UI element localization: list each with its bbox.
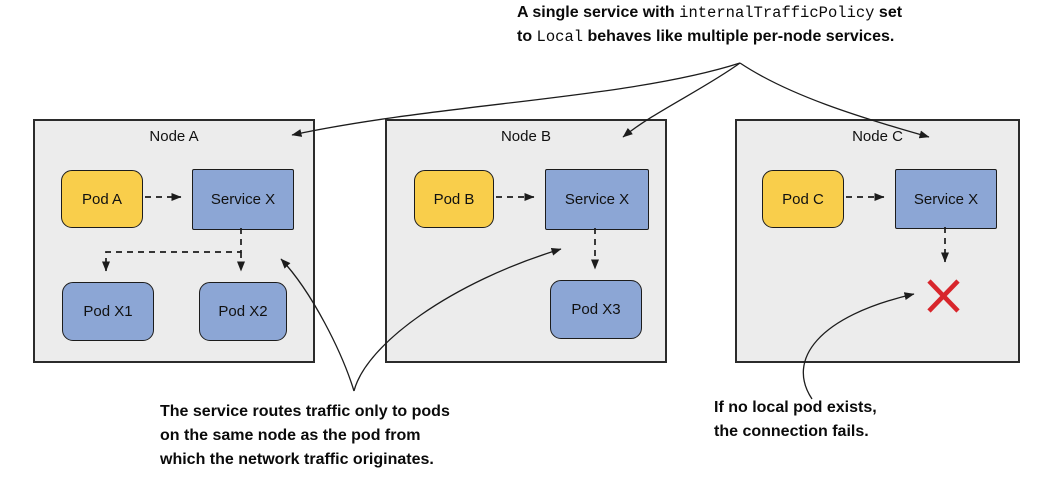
node-b-title: Node B (500, 128, 552, 145)
pod-c-box: Pod C (762, 170, 844, 228)
pod-x2-box: Pod X2 (199, 282, 287, 341)
annotation-connection-fails: If no local pod exists, the connection f… (714, 396, 877, 444)
annotation-routes-local-only: The service routes traffic only to pods … (160, 400, 450, 472)
pod-b-box: Pod B (414, 170, 494, 228)
annotation-top-line1-code: internalTrafficPolicy (679, 4, 875, 22)
node-a-box: Node A Pod A Service X Pod X1 Pod X2 (33, 119, 315, 363)
annotation-top-line1-tail: set (874, 4, 903, 21)
node-c-box: Node C Pod C Service X (735, 119, 1020, 363)
pod-x3-box: Pod X3 (550, 280, 642, 339)
node-a-title: Node A (149, 128, 199, 145)
annotation-top-line2-tail: behaves like multiple per-node services. (583, 28, 895, 45)
pod-x1-box: Pod X1 (62, 282, 154, 341)
annotation-top-line1: A single service with internalTrafficPol… (517, 1, 902, 25)
annotation-br-line2: the connection fails. (714, 423, 869, 440)
annotation-top-line1-text: A single service with (517, 4, 680, 21)
annotation-top-line2: to Local behaves like multiple per-node … (517, 25, 902, 49)
service-x-node-a-box: Service X (192, 169, 294, 230)
annotation-internal-traffic-policy: A single service with internalTrafficPol… (517, 1, 902, 49)
service-x-node-c-box: Service X (895, 169, 997, 229)
node-b-box: Node B Pod B Service X Pod X3 (385, 119, 667, 363)
annotation-br-line1: If no local pod exists, (714, 399, 877, 416)
service-x-node-b-box: Service X (545, 169, 649, 230)
annotation-bl-line1: The service routes traffic only to pods (160, 403, 450, 420)
node-c-title: Node C (852, 128, 903, 145)
annotation-bl-line2: on the same node as the pod from (160, 427, 421, 444)
annotation-top-line2-code: Local (536, 28, 584, 46)
annotation-top-line2-text: to (517, 28, 537, 45)
pod-a-box: Pod A (61, 170, 143, 228)
annotation-bl-line3: which the network traffic originates. (160, 451, 434, 468)
